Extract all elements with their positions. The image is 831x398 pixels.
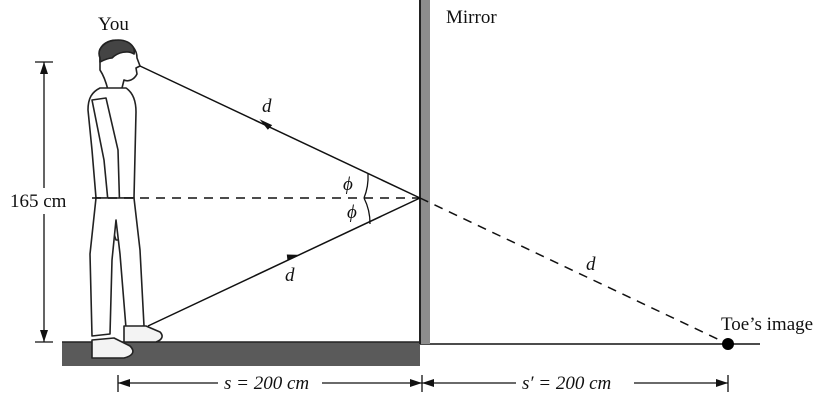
height-label: 165 cm: [10, 191, 67, 212]
phi-label-upper: ϕ: [343, 174, 353, 195]
upper-ray: [139, 65, 421, 199]
d-label-extended: d: [586, 254, 596, 275]
distance-dimensions: [117, 375, 729, 392]
lower-ray: [147, 197, 421, 327]
angle-arc-lower: [363, 197, 371, 225]
upper-ray-arrow: [259, 119, 273, 130]
s-distance-label: s = 200 cm: [224, 373, 309, 394]
height-dimension: [8, 61, 80, 343]
s-prime-distance-label: s′ = 200 cm: [522, 373, 611, 394]
extended-ray: [419, 197, 729, 345]
lower-ray-arrow: [286, 254, 301, 261]
d-label-upper: d: [262, 96, 272, 117]
toe-image-label: Toe’s image: [721, 314, 813, 335]
toe-image-point: [722, 338, 734, 350]
s-prime-arrow-left: [422, 379, 434, 387]
mirror-label: Mirror: [446, 7, 497, 28]
person-figure: [87, 39, 163, 359]
s-prime-arrow-right: [716, 379, 728, 387]
mirror: [420, 0, 430, 344]
you-label: You: [98, 14, 129, 35]
angle-arc-upper: [363, 173, 369, 199]
s-arrow-right: [410, 379, 422, 387]
phi-label-lower: ϕ: [347, 202, 357, 223]
d-label-lower: d: [285, 265, 295, 286]
s-arrow-left: [118, 379, 130, 387]
